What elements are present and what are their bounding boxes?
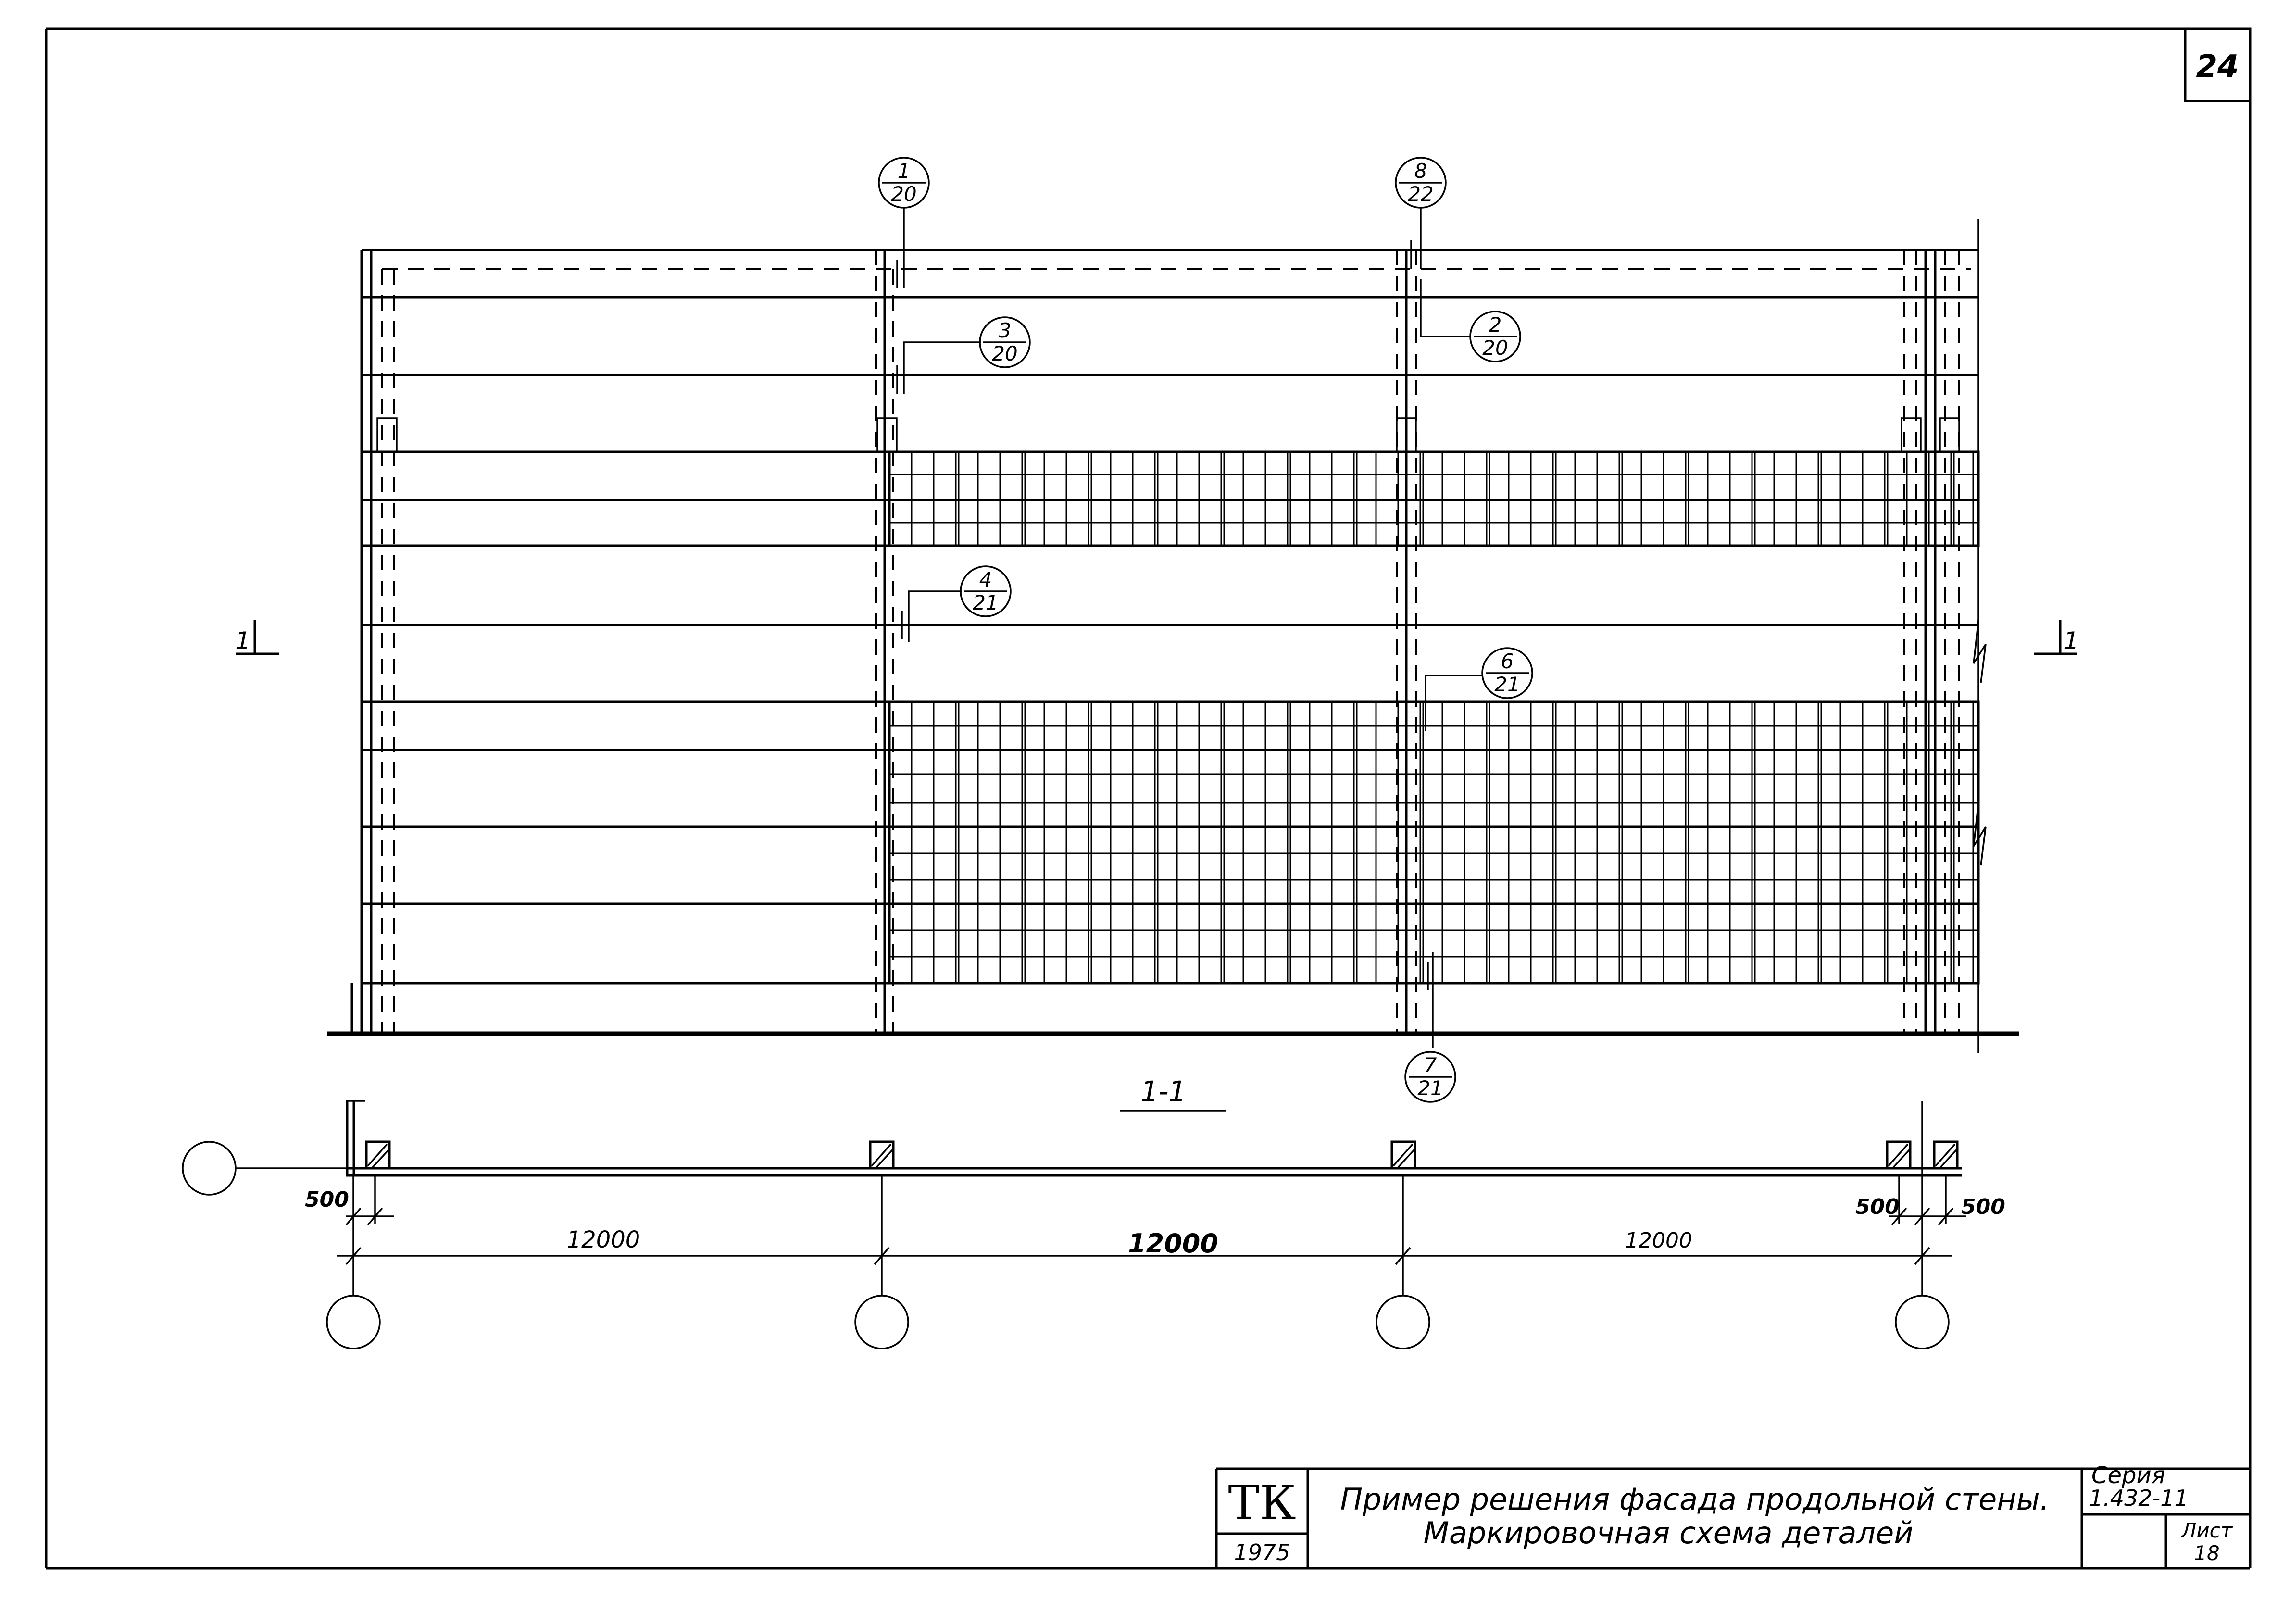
callout-2-20: 2 20 (1469, 311, 1521, 362)
section-1-1-plan: 1-1 (182, 1075, 2005, 1349)
dimension-span-3: 12000 (1625, 1228, 1692, 1253)
callout-4-21: 4 21 (960, 565, 1012, 617)
svg-text:20: 20 (992, 342, 1017, 365)
axis-bubble-4 (1895, 1295, 1950, 1349)
svg-text:22: 22 (1408, 182, 1433, 206)
svg-text:21: 21 (1494, 673, 1520, 696)
column-axis-2 (875, 250, 898, 1034)
callout-3-20: 3 20 (979, 316, 1031, 368)
svg-text:1: 1 (2064, 627, 2079, 655)
dimension-chain (337, 1175, 1966, 1265)
sheet-value: 18 (2194, 1541, 2219, 1565)
drawing-title-line-2: Маркировочная схема деталей (1423, 1515, 1913, 1550)
svg-text:4: 4 (979, 568, 992, 591)
series-value: 1.432-11 (2089, 1485, 2189, 1511)
organization-logo: ТК (1228, 1476, 1296, 1531)
svg-text:20: 20 (1482, 336, 1508, 360)
dimension-span-2: 12000 (1128, 1228, 1218, 1259)
svg-text:21: 21 (973, 591, 998, 614)
axis-bubble-3 (1376, 1295, 1430, 1349)
plan-column-3 (1390, 1140, 1416, 1170)
page-number: 24 (2196, 49, 2239, 85)
column-axis-3 (1396, 250, 1417, 1034)
svg-text:7: 7 (1424, 1053, 1437, 1077)
svg-text:2: 2 (1489, 313, 1502, 337)
column-right-end (1901, 219, 1987, 1053)
callout-6-21: 6 21 (1481, 647, 1533, 699)
grid-axes (352, 1101, 1923, 1296)
sheet-label: Лист (2180, 1519, 2233, 1542)
page-number-box (2184, 27, 2252, 102)
callout-1-20: 1 20 (878, 157, 930, 209)
svg-text:1: 1 (898, 159, 911, 183)
svg-text:20: 20 (891, 182, 916, 206)
glazing-band-upper (888, 450, 1980, 547)
plan-column-4b (1933, 1140, 1959, 1170)
svg-text:6: 6 (1501, 650, 1514, 673)
series-label: Серия (2091, 1462, 2165, 1489)
drawing-title-line-1: Пример решения фасада продольной стены. (1340, 1482, 2050, 1517)
section-marker-left: 1 (235, 620, 279, 655)
svg-text:8: 8 (1414, 159, 1427, 183)
section-title: 1-1 (1141, 1075, 1187, 1108)
plan-column-4a (1886, 1140, 1912, 1170)
axis-bubble-2 (854, 1295, 909, 1349)
dimension-span-1: 12000 (567, 1226, 640, 1253)
title-block: ТК 1975 Пример решения фасада продольной… (1215, 1462, 2250, 1568)
callout-8-22: 8 22 (1395, 157, 1447, 209)
svg-text:1: 1 (235, 627, 250, 655)
dimension-offset-right-b: 500 (1961, 1195, 2005, 1219)
callout-7-21: 7 21 (1404, 1051, 1456, 1103)
callout-leaders (896, 207, 1483, 1048)
axis-bubble-1 (326, 1295, 381, 1349)
sheet-frame: 24 (45, 27, 2252, 1570)
wall-panel-lines (362, 249, 1978, 985)
drawing-year: 1975 (1234, 1539, 1290, 1565)
plan-column-2 (869, 1140, 895, 1170)
dimension-offset-right-a: 500 (1855, 1195, 1900, 1219)
section-marker-right: 1 (2034, 620, 2079, 655)
plan-column-1 (365, 1140, 391, 1170)
svg-text:3: 3 (999, 319, 1012, 342)
glazing-band-lower (888, 700, 1980, 985)
column-left-end (350, 250, 398, 1034)
svg-text:21: 21 (1417, 1076, 1443, 1100)
axis-bubble-free (182, 1141, 237, 1196)
facade-elevation: 1 20 8 22 3 20 2 20 4 21 (235, 157, 2079, 1103)
dimension-offset-left: 500 (305, 1187, 349, 1212)
